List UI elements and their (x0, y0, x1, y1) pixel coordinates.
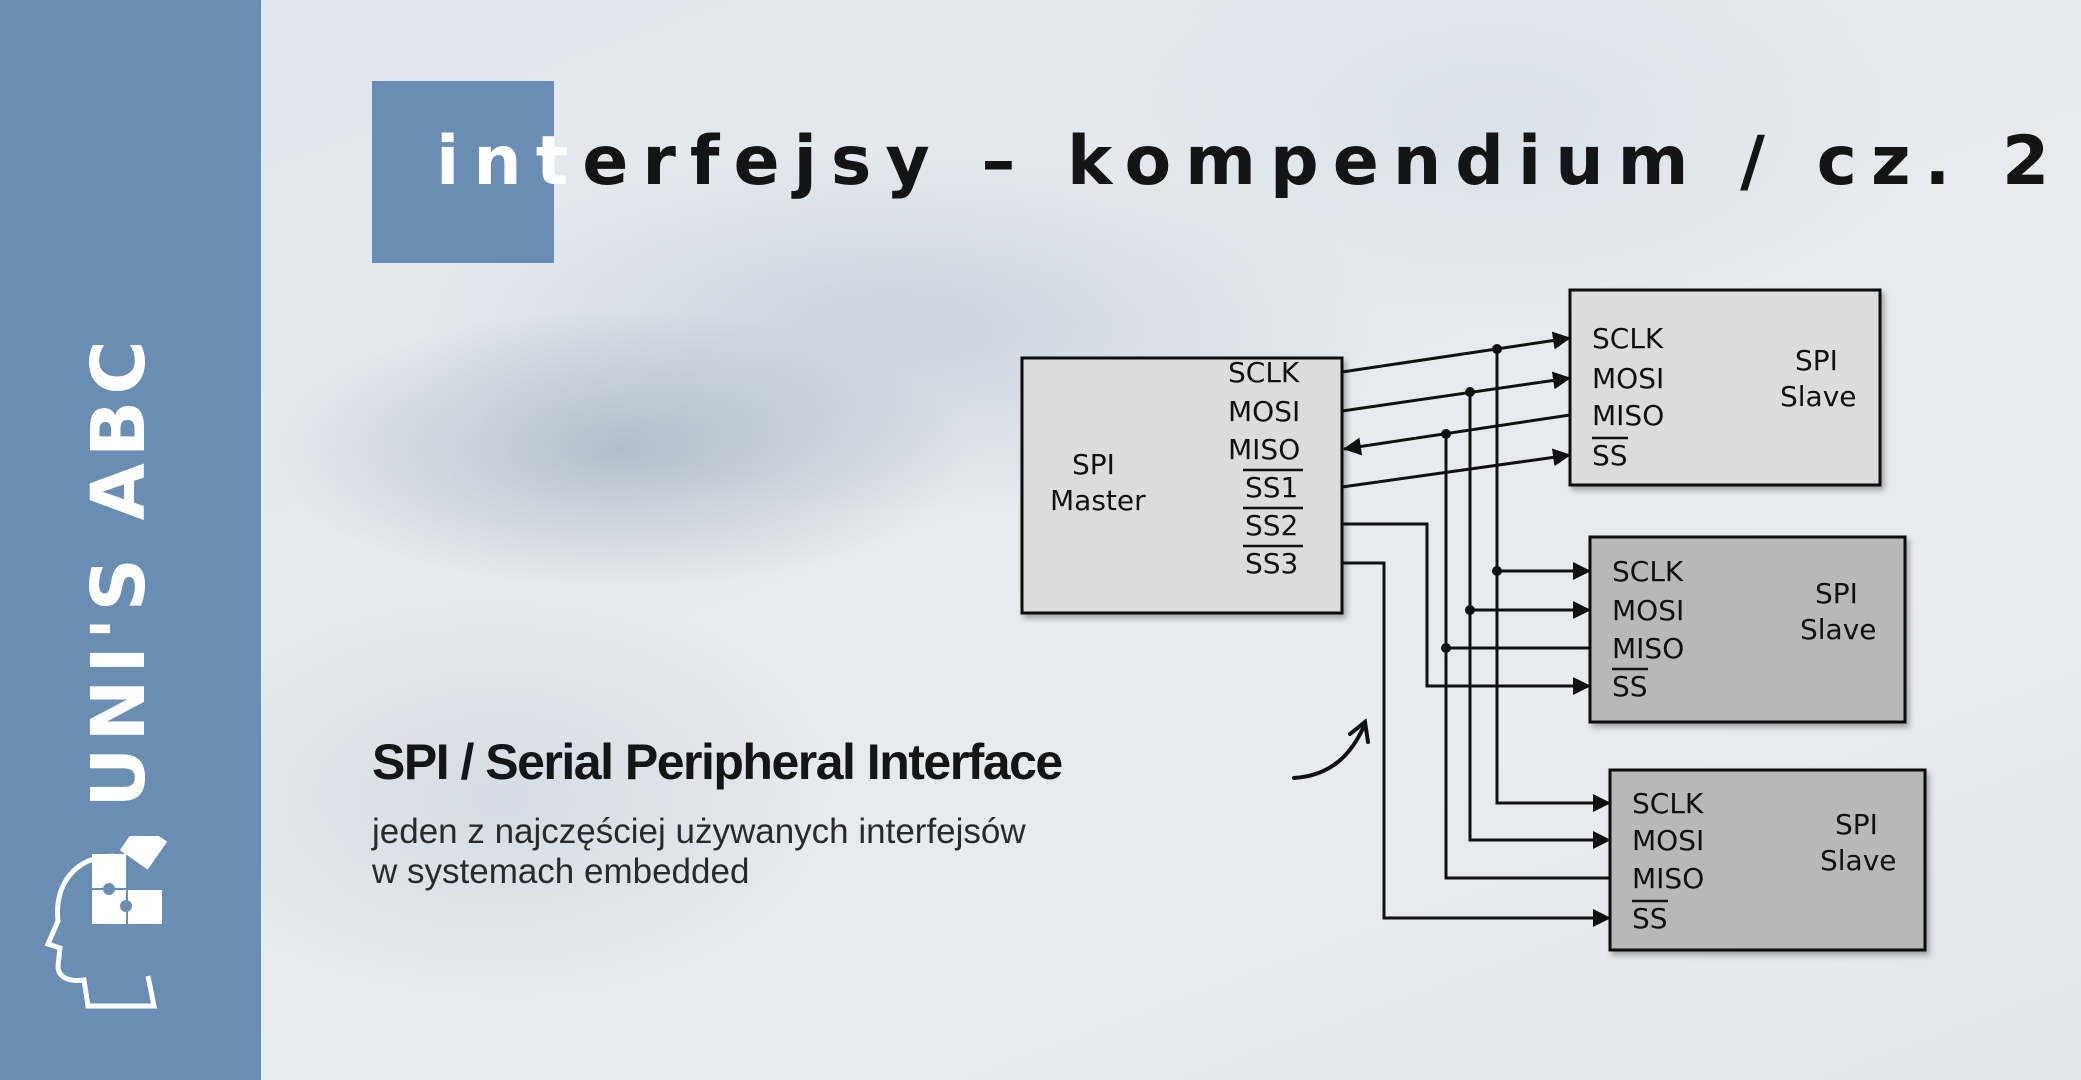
slave-label-1: SPI (1795, 344, 1838, 377)
slave-1-labels: SCLK MOSI MISO SS SPI Slave (1592, 322, 1857, 472)
section-heading: SPI / Serial Peripheral Interface (372, 734, 1063, 790)
master-pin-ss3: SS3 (1245, 547, 1298, 580)
slave-label-1: SPI (1835, 808, 1878, 841)
slave-pin-ss: SS (1592, 439, 1628, 472)
master-label-2: Master (1050, 484, 1146, 517)
slave-box-1 (1568, 288, 1882, 487)
slave-box-2 (1588, 535, 1907, 724)
slave-label-2: Slave (1800, 613, 1877, 646)
slave-pin-mosi: MOSI (1632, 824, 1704, 857)
bus-sclk (1495, 349, 1611, 812)
sidebar: UNI'S ABC (0, 0, 261, 1080)
slave-pin-ss: SS (1612, 670, 1648, 703)
subtitle-line-2: w systemach embedded (372, 852, 750, 891)
master-label-1: SPI (1072, 448, 1115, 481)
slave-2-labels: SCLK MOSI MISO SS SPI Slave (1612, 555, 1877, 703)
title-highlight: int (436, 122, 583, 201)
slave-pin-sclk: SCLK (1632, 787, 1704, 820)
slave-label-2: Slave (1780, 380, 1857, 413)
head-with-puzzle-icon (44, 836, 168, 1009)
wire-ss3 (1342, 561, 1611, 927)
slave-pin-miso: MISO (1592, 399, 1664, 432)
wire-mosi (1341, 371, 1571, 413)
section-subtitle: jeden z najczęściej używanych interfejsó… (372, 812, 1026, 892)
slave-pin-sclk: SCLK (1612, 555, 1684, 588)
wire-sclk (1341, 331, 1571, 374)
wire-ss2 (1342, 522, 1591, 695)
slave-box-3 (1608, 768, 1927, 952)
master-pin-miso: MISO (1228, 433, 1300, 466)
bus-mosi (1468, 392, 1611, 849)
title-accent-square (372, 81, 554, 263)
slave-label-1: SPI (1815, 577, 1858, 610)
slave-pin-ss: SS (1632, 902, 1668, 935)
slave-label-2: Slave (1820, 844, 1897, 877)
subtitle-line-1: jeden z najczęściej używanych interfejsó… (372, 812, 1026, 851)
master-pin-sclk: SCLK (1228, 356, 1300, 389)
bus-miso (1444, 434, 1610, 880)
slave-pin-mosi: MOSI (1592, 362, 1664, 395)
wire-miso (1343, 413, 1571, 456)
master-pin-ss2: SS2 (1245, 509, 1298, 542)
title-rest: erfejsy – kompendium / cz. 2 (582, 122, 2064, 201)
master-pin-mosi: MOSI (1228, 395, 1300, 428)
slave-pin-miso: MISO (1632, 862, 1704, 895)
master-pin-ss1: SS1 (1245, 471, 1298, 504)
master-box (1020, 356, 1344, 615)
slave-pin-miso: MISO (1612, 632, 1684, 665)
curved-arrow-icon (1292, 718, 1370, 780)
page-title: interfejsy – kompendium / cz. 2 (436, 122, 2063, 201)
slave-pin-mosi: MOSI (1612, 594, 1684, 627)
wire-ss1 (1341, 448, 1571, 489)
slave-3-labels: SCLK MOSI MISO SS SPI Slave (1632, 787, 1897, 935)
slave-pin-sclk: SCLK (1592, 322, 1664, 355)
